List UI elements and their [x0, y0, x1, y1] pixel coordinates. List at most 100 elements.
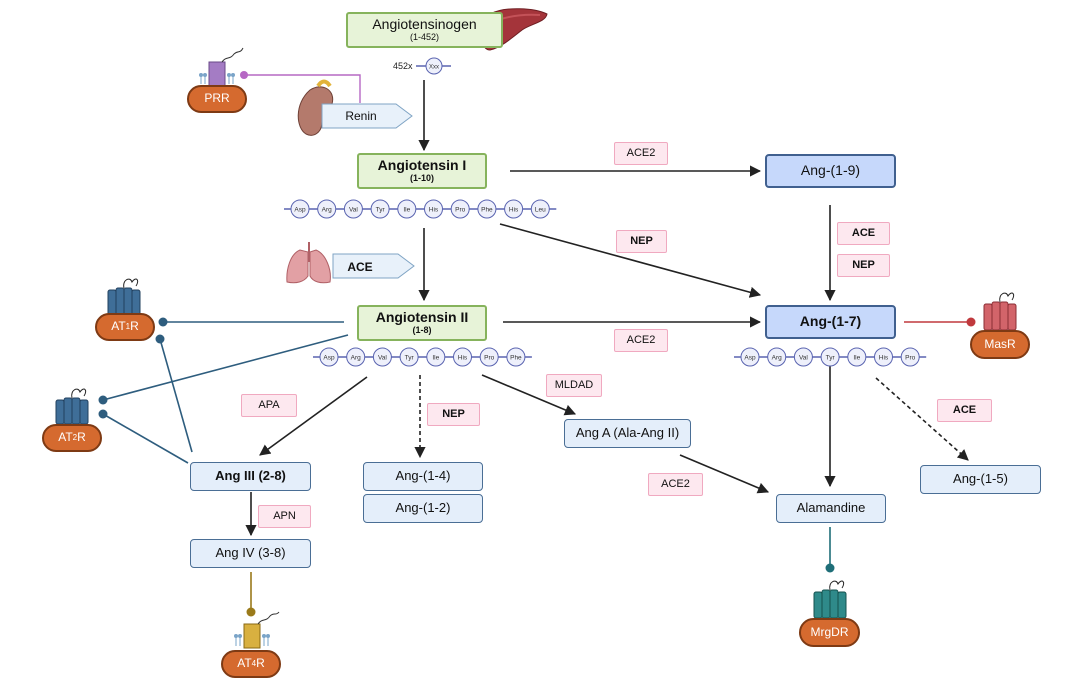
mas-receptor-icon: [983, 292, 1017, 331]
residue-ile: [397, 199, 417, 219]
residue-tyr: [820, 347, 840, 367]
residue-label: Val: [349, 207, 358, 214]
residue-asp: [740, 347, 760, 367]
residue-label: Arg: [351, 355, 362, 362]
residue-label: Ile: [403, 207, 410, 214]
residue-pro: [479, 347, 499, 367]
residue-phe: [506, 347, 526, 367]
apa-label: APA: [241, 394, 297, 417]
ace-right-label: ACE: [937, 399, 992, 422]
arrow-anga-to-alamandine: [679, 454, 770, 494]
ace-lung-chevron: ACE: [332, 253, 415, 279]
residue-ile: [847, 347, 867, 367]
at1-connector-end: [158, 317, 168, 327]
mldad-label: MLDAD: [546, 374, 602, 397]
ang-1-4-node: Ang-(1-4): [363, 462, 483, 491]
prr-connector: [244, 74, 361, 103]
residue-val: [793, 347, 813, 367]
residue-label: Phe: [481, 207, 493, 214]
residue-label: Tyr: [826, 355, 836, 362]
residue-x-label: Xxx: [429, 65, 439, 71]
apn-label: APN: [258, 505, 311, 528]
lungs-icon: [286, 242, 331, 284]
residue-arg: [317, 199, 337, 219]
residue-label: Tyr: [376, 207, 386, 214]
residue-label: Ile: [853, 355, 860, 362]
at1-receptor-icon: [107, 278, 141, 317]
prr-receptor: PRR: [187, 85, 247, 113]
receptor-connectors: [98, 71, 976, 617]
ang-1-9-node: Ang-(1-9): [765, 154, 896, 188]
nep-ang19-label: NEP: [837, 254, 890, 277]
residue-label: His: [429, 207, 439, 214]
residue-label: His: [879, 355, 889, 362]
ang-3-node: Ang III (2-8): [190, 462, 311, 491]
nep-low-label: NEP: [427, 403, 480, 426]
residue-label: His: [509, 207, 519, 214]
at2-connector: [102, 334, 349, 401]
angiotensin2-label: Angiotensin II: [375, 308, 469, 325]
angiotensinogen-label: Angiotensinogen: [372, 15, 477, 32]
mrgd-receptor: MrgDR: [799, 618, 860, 647]
arrows: [245, 80, 969, 537]
nep-mid-label: NEP: [616, 230, 667, 253]
residue-asp: [290, 199, 310, 219]
renin-label: Renin: [345, 109, 376, 123]
residue-phe: [477, 199, 497, 219]
angiotensin2-range: (1-8): [412, 325, 432, 336]
residue-ile: [426, 347, 446, 367]
residue-val: [372, 347, 392, 367]
ang-1-7-node: Ang-(1-7): [765, 305, 896, 339]
residue-label: Phe: [510, 355, 522, 362]
at2-ang3-end: [98, 409, 108, 419]
at2-ang3-connector: [102, 413, 189, 464]
residue-label: Val: [799, 355, 808, 362]
at1-ang3-end: [155, 334, 165, 344]
residue-arg: [767, 347, 787, 367]
residue-label: Pro: [905, 355, 916, 362]
residue-leu: [530, 199, 550, 219]
arrow-ang2-to-anga: [481, 374, 577, 416]
ang-a-node: Ang A (Ala-Ang II): [564, 419, 691, 448]
residue-asp: [319, 347, 339, 367]
residue-label: Tyr: [405, 355, 415, 362]
residue-pro: [900, 347, 920, 367]
prr-connector-end: [240, 71, 248, 79]
at1-ang3-connector: [159, 338, 193, 453]
residue-label: Asp: [744, 355, 756, 362]
angiotensin1-node: Angiotensin I (1-10): [357, 153, 487, 189]
residue-label: Val: [378, 355, 387, 362]
residue-label: Asp: [294, 207, 306, 214]
ace-lung-label: ACE: [347, 260, 372, 274]
ace-ang19-label: ACE: [837, 222, 890, 245]
ace2-top-label: ACE2: [614, 142, 668, 165]
angiotensin2-node: Angiotensin II (1-8): [357, 305, 487, 341]
ang-1-5-node: Ang-(1-5): [920, 465, 1041, 494]
arrow-ang1-to-ang17: [499, 223, 762, 298]
at4-connector-end: [246, 607, 256, 617]
renin-chevron: Renin: [321, 103, 413, 129]
angiotensinogen-range: (1-452): [409, 32, 439, 43]
residue-label: Pro: [484, 355, 495, 362]
residue-his: [453, 347, 472, 367]
residue-count-label: 452x: [393, 61, 413, 71]
mas-receptor: MasR: [970, 330, 1030, 359]
residue-label: Leu: [535, 207, 546, 214]
agt-residue-line: 452x Xxx: [393, 57, 451, 75]
angiotensin1-label: Angiotensin I: [377, 156, 467, 173]
residue-his: [424, 199, 443, 219]
residue-val: [343, 199, 363, 219]
residue-his: [874, 347, 893, 367]
mrgd-receptor-icon: [813, 580, 847, 619]
residue-arg: [346, 347, 366, 367]
residue-label: Pro: [455, 207, 466, 214]
angiotensin1-range: (1-10): [409, 173, 434, 184]
prr-receptor-icon: [199, 47, 244, 87]
